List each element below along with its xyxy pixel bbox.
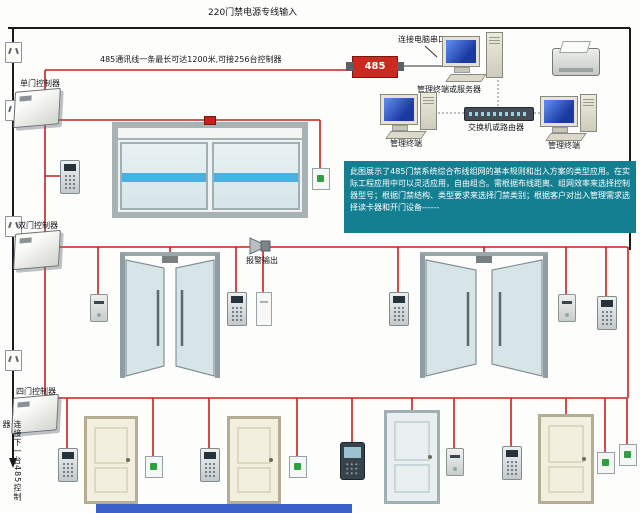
server-monitor — [442, 36, 480, 67]
info-box: 此图展示了485门禁系统综合布线组网的基本规则和出入方案的类型应用。在实际工程应… — [344, 161, 636, 233]
alarm-horn-icon — [249, 237, 271, 255]
controller-single-label: 单门控制器 — [20, 79, 60, 88]
switch-label: 交换机或路由器 — [468, 123, 524, 132]
door-rail — [118, 128, 302, 140]
power-socket — [5, 216, 22, 237]
next-controller-label: 连接下一台485控制器 — [2, 420, 22, 502]
terminal-monitor — [540, 96, 578, 127]
glass-panel — [212, 142, 300, 210]
keypad-reader — [60, 160, 80, 194]
terminal-keyboard — [385, 131, 427, 139]
glass-panel — [120, 142, 208, 210]
controller-quad-label: 四门控制器 — [16, 387, 56, 396]
terminal-left-label: 管理终端 — [390, 139, 422, 148]
monitor-stand — [392, 125, 408, 131]
terminal-tower — [420, 92, 437, 130]
wooden-door — [227, 416, 281, 504]
power-socket — [5, 42, 22, 63]
keypad-reader — [389, 292, 409, 326]
keypad-reader — [597, 296, 617, 330]
door-sensor — [204, 116, 216, 125]
alarm-label: 报警输出 — [246, 256, 278, 265]
printer — [552, 48, 600, 76]
double-glass-door — [420, 252, 548, 378]
terminal-right-label: 管理终端 — [548, 141, 580, 150]
exit-button — [289, 456, 307, 478]
keypad-reader — [58, 448, 78, 482]
door-device — [256, 292, 272, 326]
glass-door — [384, 410, 440, 504]
monitor-stand — [552, 127, 568, 133]
double-door-controller — [13, 229, 61, 271]
terminal-monitor — [380, 94, 418, 125]
server-label: 管理终端或服务器 — [417, 85, 481, 94]
keypad-reader — [227, 292, 247, 326]
serial-port-label: 连接电脑串口 — [398, 35, 446, 44]
arrow-down-icon — [9, 458, 17, 468]
power-line-label: 220门禁电源专线输入 — [208, 8, 298, 18]
terminal-tower — [580, 94, 597, 132]
exit-button — [619, 444, 637, 466]
exit-button — [145, 456, 163, 478]
network-switch — [464, 107, 534, 121]
card-reader — [558, 294, 576, 322]
fingerprint-terminal — [340, 442, 365, 480]
keypad-reader — [200, 448, 220, 482]
exit-button — [312, 168, 330, 190]
controller-double-label: 双门控制器 — [18, 221, 58, 230]
keypad-reader — [502, 446, 522, 480]
terminal-keyboard — [545, 133, 587, 141]
sliding-glass-door — [112, 122, 308, 218]
card-reader — [90, 294, 108, 322]
double-glass-door — [120, 252, 220, 378]
server-keyboard — [445, 74, 487, 82]
rs485-converter: 485 — [346, 56, 404, 78]
power-socket — [5, 350, 22, 371]
wooden-door — [84, 416, 138, 504]
comm-line-label: 485通讯线一条最长可达1200米,可接256台控制器 — [100, 55, 282, 64]
bottom-bar — [96, 504, 352, 513]
wooden-door — [538, 414, 594, 504]
server-tower — [486, 32, 503, 78]
single-door-controller — [13, 87, 61, 129]
card-reader — [446, 448, 464, 476]
exit-button — [597, 452, 615, 474]
monitor-stand — [454, 67, 470, 73]
